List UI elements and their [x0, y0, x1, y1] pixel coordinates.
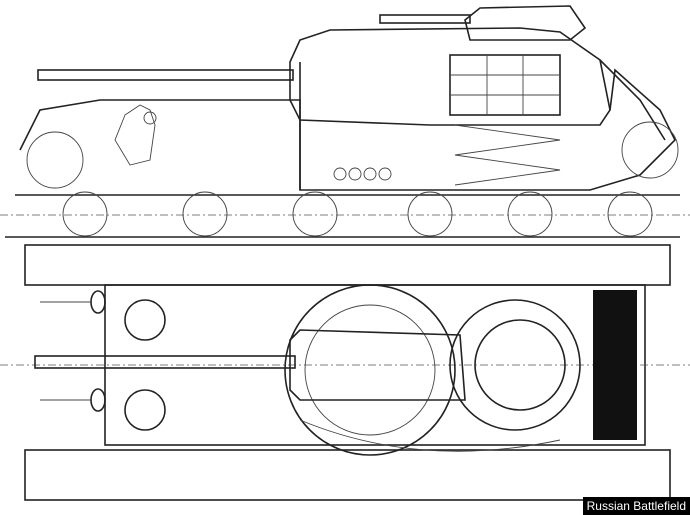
driver-figure [114, 104, 156, 166]
top-track-upper [24, 244, 671, 286]
ammo-rack [449, 54, 561, 186]
side-cupola [464, 5, 587, 41]
hatch-right [124, 389, 166, 431]
road-wheels [26, 121, 679, 237]
side-view [0, 5, 690, 238]
hatch-left [124, 299, 166, 341]
rear-turret [449, 299, 581, 431]
engine-grille [593, 290, 637, 440]
top-gun-barrel [34, 355, 296, 369]
watermark: Russian Battlefield [582, 497, 690, 515]
top-view [0, 244, 690, 501]
side-mg [379, 14, 471, 24]
top-track-lower [24, 449, 671, 501]
side-turret [289, 27, 611, 126]
main-turret [284, 284, 456, 456]
side-gun-barrel [37, 69, 294, 81]
turret-mantlet [289, 329, 466, 401]
side-hull [19, 68, 676, 191]
